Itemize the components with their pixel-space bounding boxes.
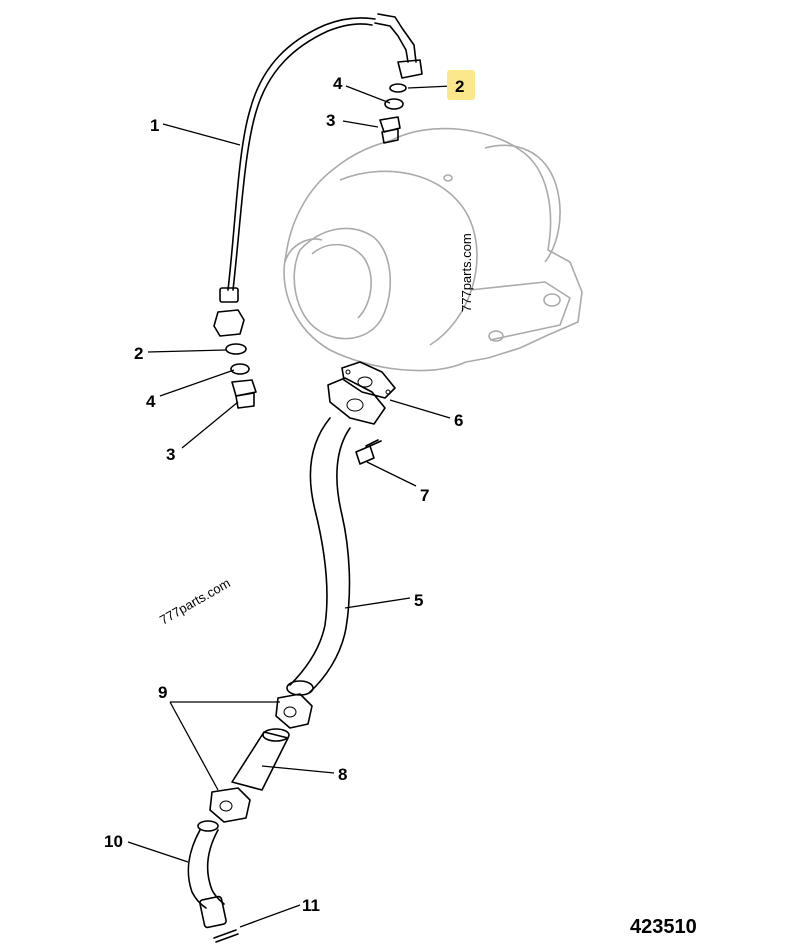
callout-label[interactable]: 8	[338, 765, 347, 784]
callout-label[interactable]: 11	[302, 896, 320, 915]
callout-label[interactable]: 1	[150, 116, 159, 135]
watermark-text: 777parts.com	[459, 233, 474, 312]
part-9-upper-clamp	[275, 693, 313, 729]
part-2-lower-seal-washer	[225, 343, 247, 355]
part-4-upper-washer	[384, 98, 404, 110]
callout-labels[interactable]: 1 2 4 3 2 4 3 6 7 5 9 8 10 11	[104, 74, 464, 915]
turbocharger-outline	[283, 127, 583, 372]
callout-label[interactable]: 7	[420, 486, 429, 505]
watermark-text: 777parts.com	[157, 575, 233, 627]
part-9-lower-clamp	[209, 787, 251, 823]
callout-label[interactable]: 4	[146, 392, 156, 411]
part-3-lower-adapter	[231, 379, 257, 409]
diagram-id: 423510	[630, 916, 697, 938]
callout-label[interactable]: 4	[333, 74, 343, 93]
part-10-elbow-pipe	[187, 820, 227, 929]
part-5-oil-drain-pipe	[286, 377, 386, 696]
part-6-gasket	[341, 361, 396, 399]
part-3-upper-adapter	[379, 116, 401, 144]
callout-label-highlighted[interactable]: 2	[455, 77, 464, 96]
part-7-bolt	[355, 439, 382, 465]
callout-label[interactable]: 9	[158, 683, 167, 702]
leader-lines	[127, 85, 453, 928]
callout-label[interactable]: 2	[134, 344, 143, 363]
callout-label[interactable]: 10	[104, 832, 123, 851]
callout-label[interactable]: 3	[166, 445, 175, 464]
part-8-hose	[231, 728, 290, 791]
callout-2-highlight	[447, 70, 475, 100]
part-1-oil-feed-pipe	[213, 13, 423, 337]
part-11-pin	[213, 929, 239, 943]
callout-label[interactable]: 6	[454, 411, 463, 430]
callout-label[interactable]: 5	[414, 591, 423, 610]
part-2-upper-seal-washer	[389, 83, 407, 93]
part-4-lower-washer	[230, 363, 250, 375]
callout-label[interactable]: 3	[326, 111, 335, 130]
